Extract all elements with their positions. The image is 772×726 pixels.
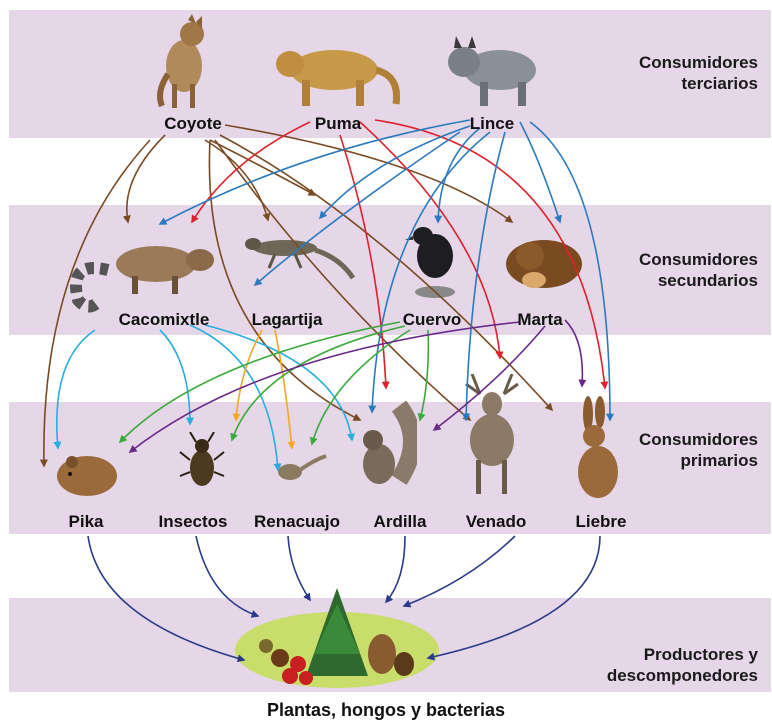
food-link-cacomixtle-20	[57, 330, 95, 448]
label-lince: Lince	[470, 114, 514, 134]
food-link-puma-11	[375, 120, 605, 388]
food-link-primary-34	[196, 536, 258, 616]
food-link-lince-16	[530, 122, 610, 420]
food-link-coyote-0	[127, 135, 165, 222]
food-link-coyote-4	[225, 125, 512, 222]
label-puma: Puma	[315, 114, 361, 134]
food-link-coyote-1	[44, 140, 150, 466]
food-link-coyote-7	[215, 140, 470, 420]
label-insectos: Insectos	[159, 512, 228, 532]
label-marta: Marta	[517, 310, 562, 330]
food-link-cacomixtle-22	[190, 325, 278, 470]
food-link-cacomixtle-21	[160, 330, 190, 424]
label-liebre: Liebre	[575, 512, 626, 532]
label-cuervo: Cuervo	[403, 310, 462, 330]
food-link-coyote-6	[209, 140, 360, 420]
food-link-cacomixtle-23	[205, 325, 352, 440]
food-link-lince-17	[372, 132, 490, 412]
label-cacomixtle: Cacomixtle	[119, 310, 210, 330]
food-link-cuervo-29	[420, 330, 428, 420]
food-link-lagartija-25	[275, 330, 292, 448]
producers-label: Plantas, hongos y bacterias	[0, 700, 772, 721]
label-lagartija: Lagartija	[252, 310, 323, 330]
label-pika: Pika	[69, 512, 104, 532]
label-ardilla: Ardilla	[374, 512, 427, 532]
food-link-marta-31	[434, 326, 545, 430]
food-link-lince-19	[255, 132, 460, 285]
label-coyote: Coyote	[164, 114, 222, 134]
food-link-primary-36	[386, 536, 405, 602]
food-link-primary-33	[88, 536, 244, 660]
food-link-marta-32	[565, 320, 582, 386]
food-link-primary-37	[404, 536, 515, 606]
label-renacuajo: Renacuajo	[254, 512, 340, 532]
label-venado: Venado	[466, 512, 526, 532]
food-link-puma-9	[340, 135, 386, 388]
food-link-primary-35	[288, 536, 310, 600]
food-link-lince-18	[466, 132, 505, 420]
food-link-primary-38	[428, 536, 600, 658]
food-link-marta-30	[130, 322, 520, 452]
